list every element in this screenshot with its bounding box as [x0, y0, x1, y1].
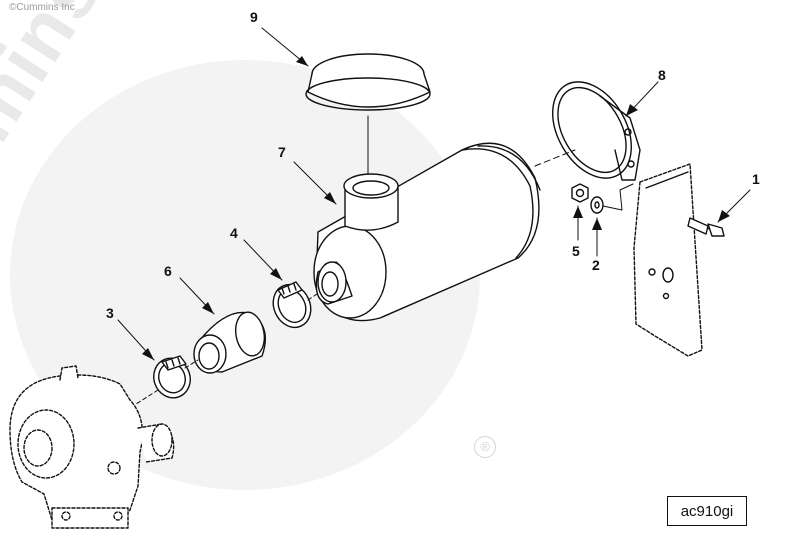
- hose-elbow-part: [193, 311, 266, 374]
- rain-cap-part: [305, 53, 431, 111]
- turbocharger-reference: [9, 365, 175, 529]
- callout-5: 5: [572, 243, 580, 259]
- callout-3: 3: [106, 305, 114, 321]
- arrowhead-9: [296, 56, 308, 66]
- callout-8: 8: [658, 67, 666, 83]
- air-cleaner-body-part: [313, 142, 541, 322]
- figure-code-label: ac910gi: [667, 496, 747, 526]
- mounting-band-part: [552, 81, 641, 181]
- arrowhead-1: [718, 210, 730, 222]
- leader-band: [534, 149, 576, 167]
- copyright-notice: ©Cummins Inc: [9, 2, 75, 13]
- callout-9: 9: [250, 9, 258, 25]
- callout-2: 2: [592, 257, 600, 273]
- washer-part: [590, 196, 604, 214]
- callout-7: 7: [278, 144, 286, 160]
- callout-1: 1: [752, 171, 760, 187]
- arrowhead-3: [142, 348, 154, 360]
- leader-clamp-upper: [307, 291, 321, 301]
- arrowhead-8: [626, 104, 638, 116]
- registered-mark: ®: [474, 436, 496, 458]
- nut-part: [571, 183, 589, 203]
- arrowhead-7: [324, 192, 336, 204]
- bracket-plate-part: [633, 163, 703, 357]
- arrowhead-2: [592, 218, 602, 230]
- callout-4: 4: [230, 225, 238, 241]
- callout-6: 6: [164, 263, 172, 279]
- leader-clamp-lower: [184, 359, 199, 369]
- arrowhead-5: [573, 206, 583, 218]
- arrowhead-4: [270, 268, 282, 280]
- bolt-part: [687, 217, 725, 237]
- hose-clamp-lower-part: [153, 355, 191, 399]
- hose-clamp-upper-part: [272, 281, 312, 329]
- leader-to-turbo: [135, 389, 159, 405]
- arrowhead-6: [202, 302, 214, 314]
